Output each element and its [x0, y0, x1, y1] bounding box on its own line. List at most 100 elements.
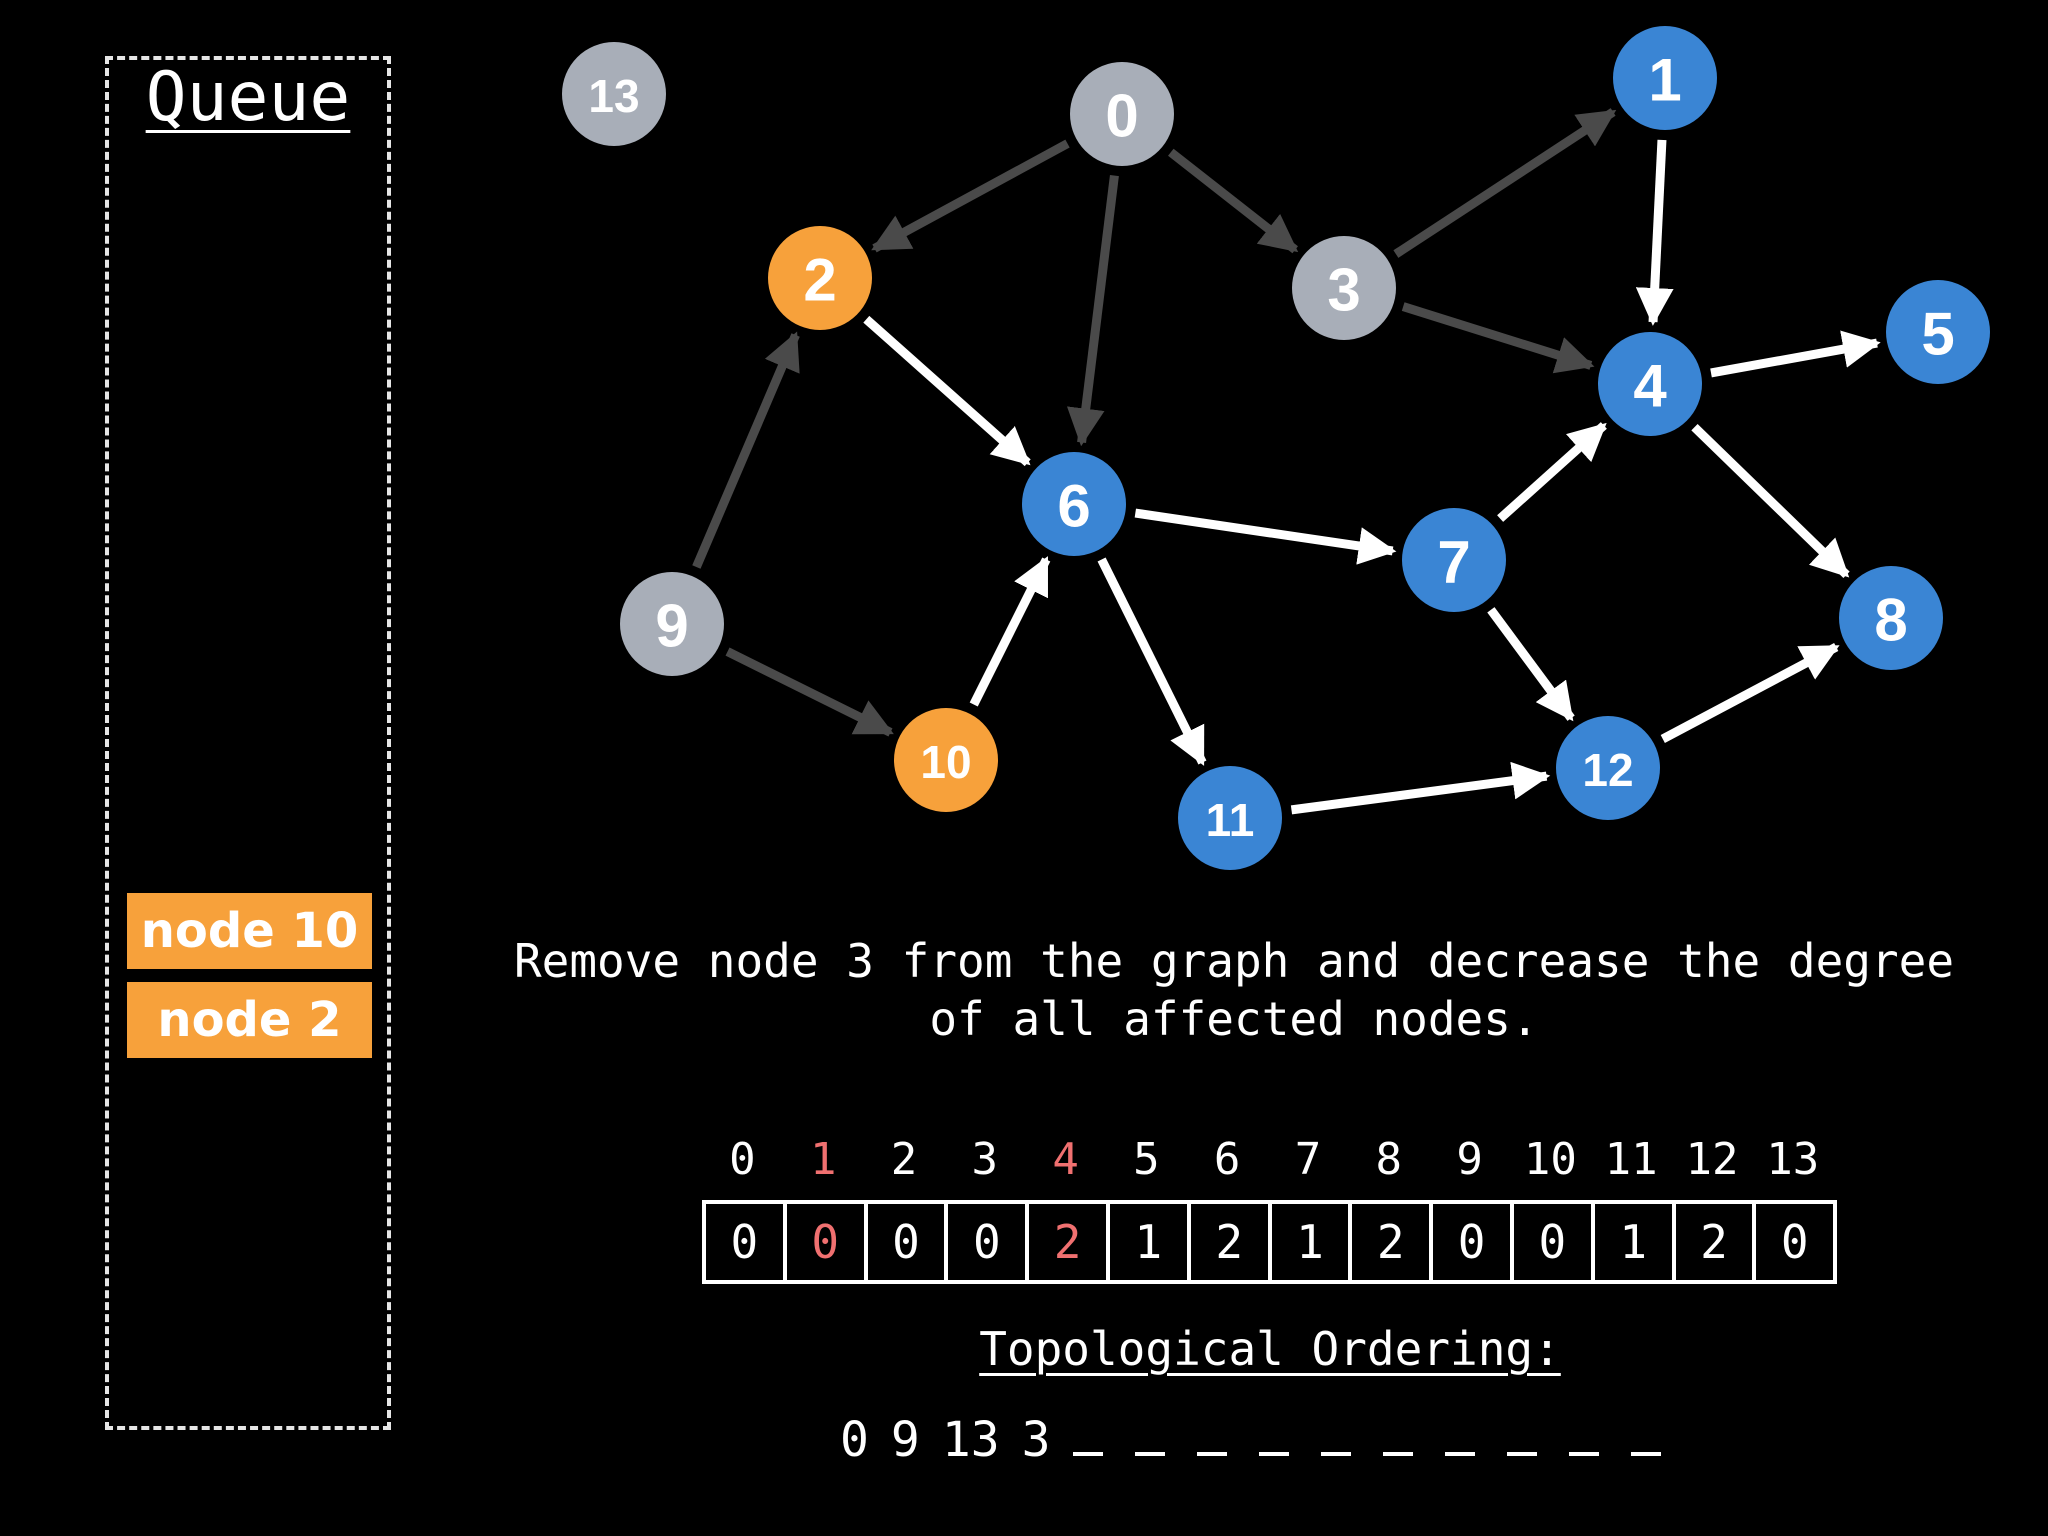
edge-12-to-8: [1660, 643, 1840, 743]
queue-container: [105, 56, 391, 1430]
node-circle-8: [1839, 566, 1943, 670]
ordering-blank: [1382, 1402, 1413, 1456]
degree-cell-12: 2: [1675, 1200, 1757, 1284]
graph-edges: [692, 108, 1881, 815]
ordering-blanks: [1072, 1402, 1693, 1468]
node-circle-7: [1402, 508, 1506, 612]
ordering-title: Topological Ordering:: [979, 1322, 1561, 1376]
degree-index-0: 0: [729, 1134, 756, 1185]
degree-index-1: 1: [809, 1134, 837, 1185]
caption-line-2: of all affected nodes.: [929, 992, 1539, 1046]
degree-cell-10: 0: [1513, 1200, 1595, 1284]
node-11: 11: [1178, 766, 1282, 870]
node-circle-13: [562, 42, 666, 146]
degree-index-13: 13: [1766, 1134, 1820, 1185]
degree-index-3: 3: [971, 1134, 999, 1185]
edge-10-to-6: [969, 556, 1051, 707]
degree-cell-1: 0: [786, 1200, 868, 1284]
node-label-8: 8: [1874, 587, 1907, 654]
ordering-value: 3: [1021, 1412, 1051, 1468]
degree-index-9: 9: [1456, 1134, 1483, 1185]
ordering-blank: [1320, 1402, 1351, 1456]
node-6: 6: [1022, 452, 1126, 556]
node-label-12: 12: [1582, 744, 1633, 796]
node-4: 4: [1598, 332, 1702, 436]
node-2: 2: [768, 226, 872, 330]
degree-cell-3: 0: [948, 1200, 1030, 1284]
degree-index-7: 7: [1294, 1134, 1322, 1185]
edge-6-to-7: [1134, 508, 1397, 565]
edge-11-to-12: [1290, 761, 1551, 815]
degree-cell-7: 1: [1271, 1200, 1353, 1284]
ordering-value: 0: [840, 1412, 869, 1468]
degree-cell-8: 2: [1352, 1200, 1434, 1284]
degree-index-10: 10: [1523, 1134, 1577, 1185]
node-circle-1: [1613, 26, 1717, 130]
node-circle-9: [620, 572, 724, 676]
node-label-2: 2: [803, 247, 836, 314]
ordering-blank: [1072, 1402, 1103, 1456]
degree-cell-6: 2: [1190, 1200, 1272, 1284]
degree-index-12: 12: [1685, 1134, 1739, 1185]
node-5: 5: [1886, 280, 1990, 384]
node-circle-4: [1598, 332, 1702, 436]
edge-7-to-4: [1497, 422, 1607, 522]
queue-title: Queue: [145, 58, 351, 137]
edge-3-to-4: [1401, 302, 1595, 374]
node-label-7: 7: [1437, 529, 1470, 596]
ordering-value: 13: [941, 1412, 1000, 1468]
degree-cell-0: 0: [706, 1200, 787, 1284]
queue-item-node-10: node 10: [127, 893, 372, 969]
edge-2-to-6: [863, 315, 1031, 467]
node-circle-6: [1022, 452, 1126, 556]
ordering-blank: [1568, 1402, 1599, 1456]
ordering-blank: [1196, 1402, 1227, 1456]
node-label-5: 5: [1921, 301, 1954, 368]
edge-7-to-12: [1487, 607, 1575, 722]
node-7: 7: [1402, 508, 1506, 612]
node-label-1: 1: [1648, 47, 1681, 114]
node-label-11: 11: [1206, 794, 1255, 846]
edge-1-to-4: [1635, 139, 1674, 326]
degree-index-8: 8: [1375, 1134, 1403, 1185]
degree-cell-4: 2: [1029, 1200, 1110, 1284]
node-circle-10: [894, 708, 998, 812]
edge-0-to-2: [871, 139, 1070, 253]
node-label-3: 3: [1327, 257, 1360, 324]
ordering-blank: [1444, 1402, 1475, 1456]
node-circle-5: [1886, 280, 1990, 384]
degree-cell-2: 0: [867, 1200, 949, 1284]
ordering-blank: [1630, 1402, 1661, 1456]
edge-3-to-1: [1393, 108, 1617, 258]
degree-index-4: 4: [1052, 1134, 1079, 1185]
node-circle-12: [1556, 716, 1660, 820]
node-circle-2: [768, 226, 872, 330]
edge-4-to-5: [1710, 330, 1881, 378]
node-10: 10: [894, 708, 998, 812]
degree-index-5: 5: [1133, 1134, 1160, 1185]
edge-0-to-6: [1066, 174, 1119, 447]
step-caption: Remove node 3 from the graph and decreas…: [420, 932, 2048, 1048]
node-circle-11: [1178, 766, 1282, 870]
ordering-blank: [1134, 1402, 1165, 1456]
node-9: 9: [620, 572, 724, 676]
node-13: 13: [562, 42, 666, 146]
node-label-9: 9: [655, 593, 688, 660]
node-3: 3: [1292, 236, 1396, 340]
node-label-6: 6: [1057, 473, 1090, 540]
node-label-10: 10: [920, 736, 971, 788]
degree-index-6: 6: [1213, 1134, 1241, 1185]
node-label-4: 4: [1633, 353, 1667, 420]
edge-9-to-10: [725, 647, 894, 737]
edge-4-to-8: [1691, 423, 1850, 579]
edge-0-to-3: [1168, 148, 1299, 254]
node-1: 1: [1613, 26, 1717, 130]
degree-cell-13: 0: [1756, 1200, 1838, 1284]
degree-index-2: 2: [890, 1134, 918, 1185]
node-0: 0: [1070, 62, 1174, 166]
